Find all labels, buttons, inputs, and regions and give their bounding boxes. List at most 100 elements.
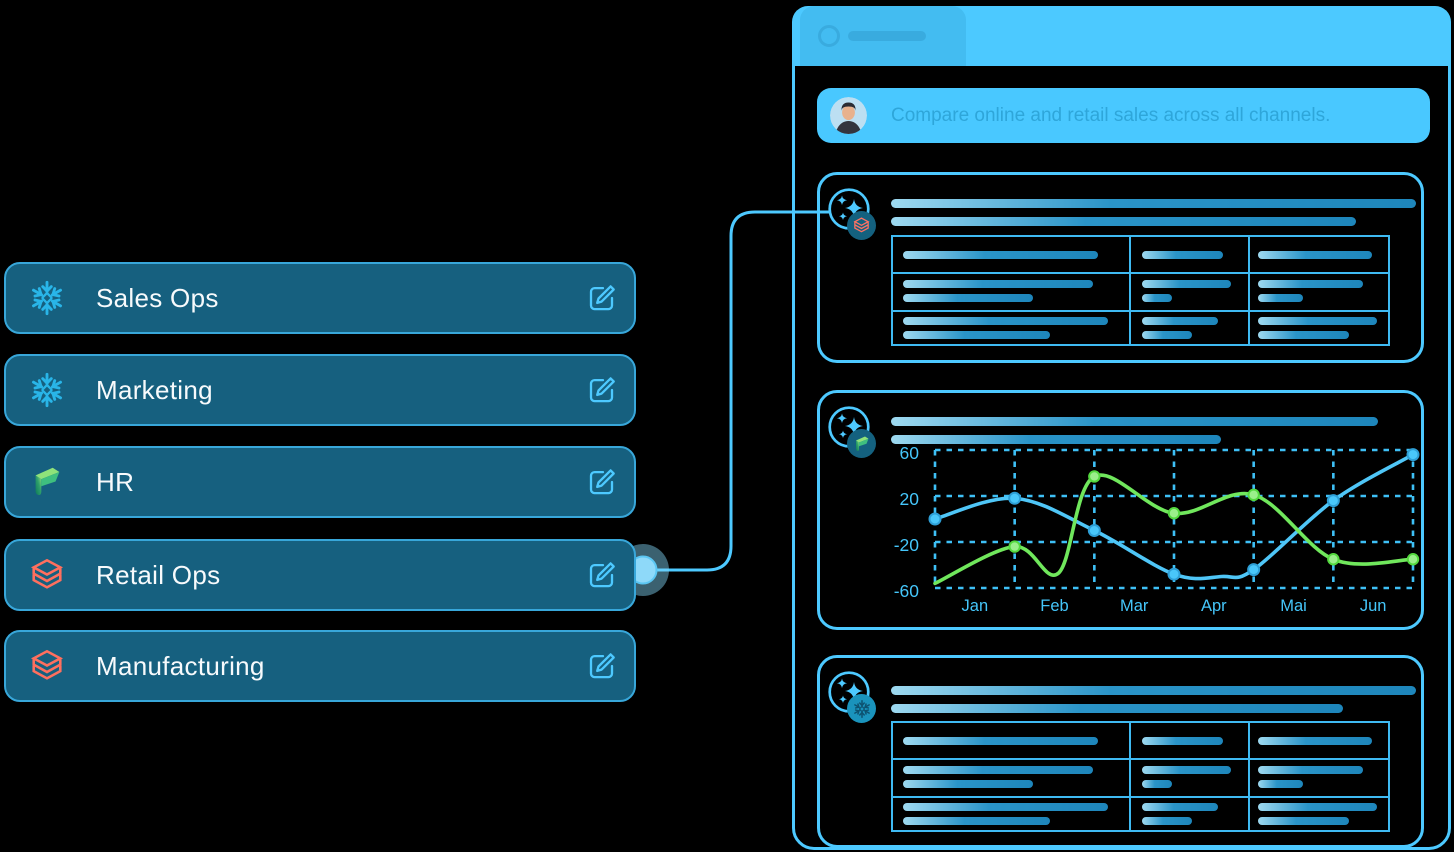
skeleton-title-bar [891, 704, 1343, 713]
snowflake-icon [28, 279, 66, 317]
snowflake-arm [853, 702, 860, 709]
series-green-marker [1327, 553, 1340, 566]
databricks-icon [28, 647, 66, 685]
browser-header-bar [792, 6, 1451, 66]
skeleton-cell-bar [1258, 817, 1349, 825]
response-card-snowflake [817, 655, 1424, 848]
org-button-hr[interactable]: HR [4, 446, 636, 518]
series-blue-marker [1247, 563, 1261, 577]
browser-tab[interactable] [800, 6, 966, 66]
edit-button[interactable] [586, 374, 618, 406]
table-row-divider [893, 796, 1388, 798]
skeleton-title-bar [891, 217, 1356, 226]
skeleton-cell-bar [903, 317, 1108, 325]
org-button-marketing[interactable]: Marketing [4, 354, 636, 426]
skeleton-cell-bar [1142, 766, 1231, 774]
snowflake-arm [50, 379, 62, 390]
x-axis-tick-label: Mar [1120, 597, 1149, 615]
edit-button[interactable] [586, 559, 618, 591]
org-button-manufacturing[interactable]: Manufacturing [4, 630, 636, 702]
skeleton-cell-bar [903, 780, 1033, 788]
x-axis-tick-label: Jan [962, 597, 989, 615]
snowflake-arm [50, 287, 62, 298]
skeleton-cell-bar [903, 737, 1098, 745]
x-axis-tick-label: Mai [1280, 597, 1307, 615]
skeleton-cell-bar [1142, 817, 1192, 825]
series-blue-marker [1008, 491, 1022, 505]
fabric-icon [855, 436, 868, 451]
skeleton-cell-bar [1258, 737, 1372, 745]
skeleton-cell-bar [1142, 803, 1218, 811]
skeleton-cell-bar [903, 803, 1108, 811]
org-button-label: Manufacturing [96, 650, 265, 681]
snowflake-arm [853, 708, 860, 715]
snowflake-icon [28, 371, 66, 409]
table-column-divider [1129, 723, 1131, 830]
skeleton-title-bar [891, 417, 1378, 426]
x-axis-tick-label: Feb [1040, 597, 1068, 615]
snowflake-arm [863, 702, 870, 709]
snowflake-arm [41, 394, 53, 408]
skeleton-cell-bar [1142, 294, 1172, 302]
tab-title-ghost-bar [848, 31, 926, 41]
tab-logo-circle-icon [818, 25, 840, 47]
series-green-line [933, 473, 1415, 586]
skeleton-cell-bar [1258, 317, 1377, 325]
edit-pencil-icon [589, 469, 615, 495]
org-button-retail-ops[interactable]: Retail Ops [4, 539, 636, 611]
edit-button[interactable] [586, 466, 618, 498]
series-blue-marker [928, 512, 942, 526]
databricks-icon [853, 217, 870, 233]
x-axis-tick-label: Jun [1360, 597, 1387, 615]
series-blue-marker [1167, 567, 1181, 581]
snowflake-icon [853, 699, 870, 718]
skeleton-cell-bar [1258, 766, 1363, 774]
snowflake-arm [863, 708, 870, 715]
skeleton-table [891, 235, 1390, 346]
prompt-input[interactable] [889, 103, 1416, 128]
databricks-icon [30, 649, 64, 680]
databricks-icon [28, 556, 66, 594]
edit-pencil-icon [589, 562, 615, 588]
user-avatar [830, 97, 867, 134]
table-column-divider [1129, 237, 1131, 344]
edit-button[interactable] [586, 650, 618, 682]
snowflake-icon [32, 280, 62, 316]
edit-pencil-icon [589, 377, 615, 403]
edit-pencil-icon [589, 285, 615, 311]
series-blue-marker [1087, 524, 1101, 537]
snowflake-arm [858, 699, 865, 706]
fabric-icon [35, 467, 60, 496]
table-column-divider [1248, 723, 1250, 830]
skeleton-cell-bar [1258, 251, 1372, 259]
x-axis-tick-label: Apr [1201, 597, 1227, 615]
snowflake-arm [32, 287, 44, 298]
skeleton-cell-bar [903, 331, 1050, 339]
snowflake-arm [858, 711, 865, 718]
skeleton-cell-bar [1258, 294, 1303, 302]
org-button-label: Marketing [96, 374, 213, 405]
snowflake-arm [32, 298, 44, 309]
edit-button[interactable] [586, 282, 618, 314]
skeleton-cell-bar [1142, 251, 1223, 259]
skeleton-cell-bar [903, 251, 1098, 259]
series-blue-marker [1326, 494, 1340, 508]
tab-ghost-logo [818, 25, 926, 47]
skeleton-title-bar [891, 435, 1221, 444]
y-axis-tick-label: 20 [900, 489, 920, 509]
table-column-divider [1248, 237, 1250, 344]
edit-pencil-icon [589, 653, 615, 679]
org-button-sales-ops[interactable]: Sales Ops [4, 262, 636, 334]
table-row-divider [893, 758, 1388, 760]
snowflake-arm [41, 372, 53, 386]
y-axis-tick-label: -20 [894, 535, 920, 555]
series-green-marker [1088, 470, 1101, 483]
snowflake-arm [32, 379, 44, 390]
series-green-marker [1167, 507, 1181, 520]
prompt-bar [817, 88, 1430, 143]
response-card-databricks [817, 172, 1424, 363]
snowflake-arm [50, 298, 62, 309]
